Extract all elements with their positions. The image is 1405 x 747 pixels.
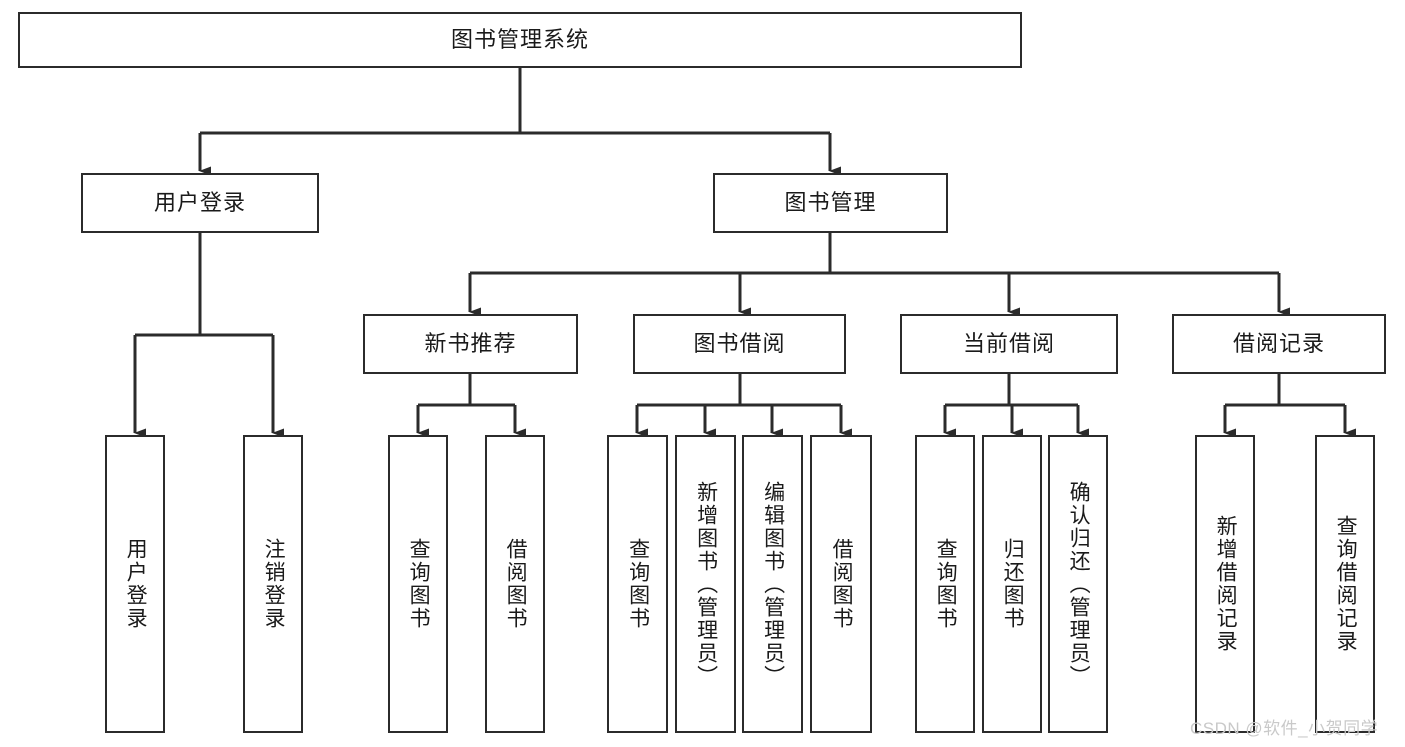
node-level3-1[interactable]: 新书推荐: [363, 314, 578, 374]
node-leaf-9[interactable]: 查询图书: [915, 435, 975, 733]
node-leaf-10-label: 归还图书: [1001, 538, 1025, 630]
node-leaf-7[interactable]: 编辑图书（管理员）: [742, 435, 803, 733]
node-level3-4[interactable]: 借阅记录: [1172, 314, 1386, 374]
node-level3-3-label: 当前借阅: [962, 330, 1055, 356]
node-level3-3[interactable]: 当前借阅: [900, 314, 1118, 374]
node-leaf-11[interactable]: 确认归还（管理员）: [1048, 435, 1108, 733]
node-leaf-2[interactable]: 注销登录: [243, 435, 303, 733]
node-leaf-8-label: 借阅图书: [830, 538, 854, 630]
node-leaf-4[interactable]: 借阅图书: [485, 435, 545, 733]
node-leaf-8[interactable]: 借阅图书: [810, 435, 872, 733]
node-leaf-12[interactable]: 新增借阅记录: [1195, 435, 1255, 733]
node-leaf-6-label: 新增图书（管理员）: [694, 480, 718, 688]
node-leaf-7-label: 编辑图书（管理员）: [761, 480, 785, 688]
node-leaf-9-label: 查询图书: [934, 538, 958, 630]
node-leaf-11-label: 确认归还（管理员）: [1067, 480, 1091, 688]
node-leaf-10[interactable]: 归还图书: [982, 435, 1042, 733]
node-level3-1-label: 新书推荐: [424, 330, 517, 356]
node-leaf-5-label: 查询图书: [626, 538, 650, 630]
node-root-label: 图书管理系统: [450, 26, 589, 52]
node-leaf-12-label: 新增借阅记录: [1214, 515, 1238, 653]
node-leaf-13-label: 查询借阅记录: [1334, 515, 1358, 653]
node-level2-2[interactable]: 图书管理: [713, 173, 948, 233]
node-level3-4-label: 借阅记录: [1232, 330, 1325, 356]
node-leaf-6[interactable]: 新增图书（管理员）: [675, 435, 736, 733]
node-leaf-1[interactable]: 用户登录: [105, 435, 165, 733]
node-level2-2-label: 图书管理: [784, 189, 877, 215]
node-leaf-3[interactable]: 查询图书: [388, 435, 448, 733]
node-level3-2[interactable]: 图书借阅: [633, 314, 846, 374]
node-leaf-5[interactable]: 查询图书: [607, 435, 668, 733]
node-leaf-1-label: 用户登录: [124, 538, 148, 630]
node-level2-1[interactable]: 用户登录: [81, 173, 319, 233]
node-leaf-13[interactable]: 查询借阅记录: [1315, 435, 1375, 733]
node-leaf-4-label: 借阅图书: [504, 538, 528, 630]
node-level2-1-label: 用户登录: [153, 189, 246, 215]
node-level3-2-label: 图书借阅: [693, 330, 786, 356]
tree-edges: [133, 68, 1356, 438]
node-root[interactable]: 图书管理系统: [18, 12, 1022, 68]
csdn-watermark: CSDN @软件_小贺同学: [1190, 719, 1379, 738]
node-leaf-2-label: 注销登录: [262, 538, 286, 630]
node-leaf-3-label: 查询图书: [407, 538, 431, 630]
